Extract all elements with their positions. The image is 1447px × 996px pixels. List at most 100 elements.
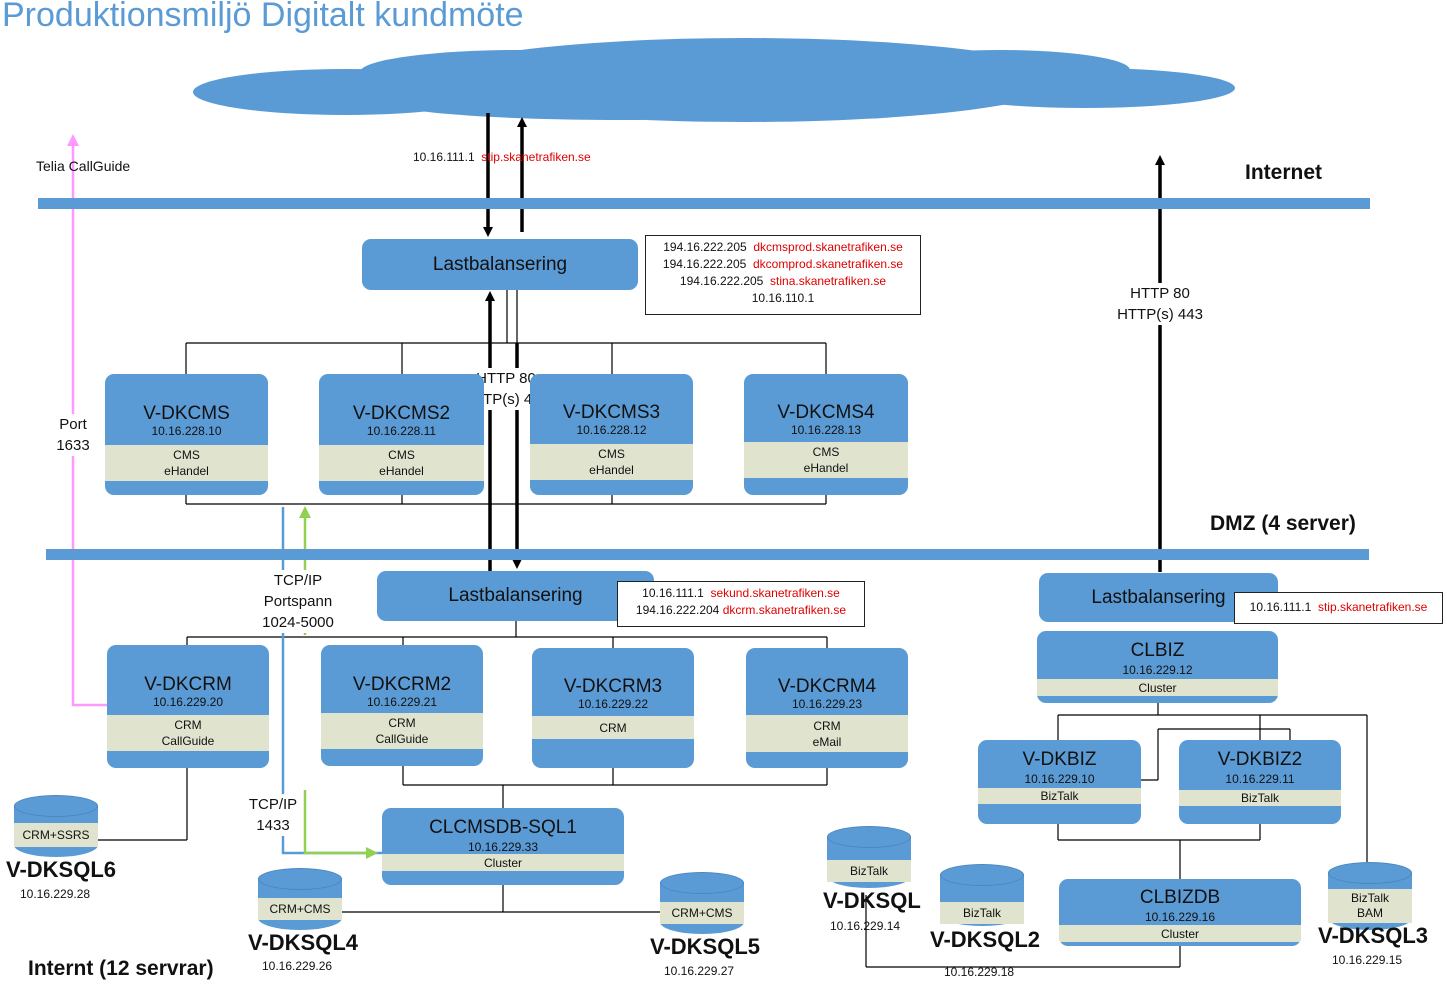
server-v-dkcrm[interactable]: V-DKCRM 10.16.229.20 CRM CallGuide [107,645,269,768]
role-label: CRM [174,718,202,732]
server-roles: Cluster [1059,925,1301,942]
server-roles: CMS eHandel [530,444,693,480]
server-roles: CMS eHandel [319,445,484,481]
lb-biz-annotation: 10.16.111.1 stip.skanetrafiken.se [1234,592,1443,624]
db-ip: 10.16.229.27 [664,964,735,978]
role-label: eHandel [803,461,849,475]
server-name: CLBIZ [1130,640,1185,661]
server-ip: 10.16.228.10 [151,424,222,438]
annotation-line: 10.16.111.1 stip.skanetrafiken.se [1241,599,1436,616]
server-v-dkcms4[interactable]: V-DKCMS4 10.16.228.13 CMS eHandel [744,374,908,495]
load-balancer-label: Lastbalansering [448,585,583,606]
http-label-biz: HTTP 80 HTTP(s) 443 [1112,283,1208,325]
database-v-dksql5[interactable]: CRM+CMS [660,872,744,934]
role-label: Cluster [1138,680,1177,695]
database-v-dksql6[interactable]: CRM+SSRS [14,795,98,857]
annotation-ip: 10.16.111.1 [642,586,704,600]
server-roles: BizTalk [978,788,1141,804]
server-name: V-DKCMS [143,403,230,424]
role-label: BizTalk [962,905,1001,920]
tcp-portrange-label: TCP/IP Portspann 1024-5000 [251,570,345,633]
server-ip: 10.16.229.22 [577,697,649,711]
lb-top-annotation: 194.16.222.205 dkcmsprod.skanetrafiken.s… [645,235,921,315]
annotation-host: dkcomprod.skanetrafiken.se [753,257,904,271]
load-balancer-top[interactable]: Lastbalansering [362,239,638,290]
role-label: CMS [598,447,625,461]
annotation-host: sekund.skanetrafiken.se [710,586,840,600]
annotation-ip: 194.16.222.205 [679,274,764,288]
port-label-line: Port [59,416,87,433]
server-roles: Cluster [1037,679,1278,696]
server-roles: Cluster [382,854,624,871]
server-ip: 10.16.229.20 [152,695,224,709]
role-label: BizTalk [1350,891,1389,905]
database-v-dksql2[interactable]: BizTalk [940,864,1024,926]
server-ip: 10.16.228.13 [790,423,862,437]
tcp-1433-label: TCP/IP 1433 [246,794,300,836]
cluster-clbiz[interactable]: CLBIZ 10.16.229.12 Cluster [1037,631,1278,703]
http-label-line: HTTP(s) 443 [1117,306,1203,323]
dmz-band [46,549,1369,560]
server-name: V-DKCRM4 [777,676,877,697]
db-roles: BizTalk [940,902,1024,924]
page-title: Produktionsmiljö Digitalt kundmöte [2,0,524,34]
cloud-link-ip: 10.16.111.1 [413,150,475,164]
role-label: CRM [599,720,627,735]
server-name: V-DKBIZ [1022,749,1097,770]
internet-cloud [193,38,1235,122]
role-label: CRM [388,716,416,730]
annotation-ip: 194.16.222.204 [635,603,720,617]
server-v-dkcms[interactable]: V-DKCMS 10.16.228.10 CMS eHandel [105,374,268,495]
server-name: V-DKCRM [144,674,232,695]
server-name: V-DKCMS4 [777,402,875,423]
db-name: V-DKSQL2 [930,927,1041,952]
server-ip: 10.16.228.11 [366,424,437,438]
server-v-dkcrm4[interactable]: V-DKCRM4 10.16.229.23 CRM eMail [746,648,908,768]
server-ip: 10.16.228.12 [576,423,647,437]
http-label-line: HTTP(s) 443 [463,391,549,408]
db-ip: 10.16.229.18 [944,965,1015,979]
server-v-dkbiz2[interactable]: V-DKBIZ2 10.16.229.11 BizTalk [1179,740,1341,824]
role-label: Cluster [1160,926,1199,941]
database-v-dksql3[interactable]: BizTalk BAM [1328,862,1412,930]
db-name: V-DKSQL6 [6,857,117,882]
load-balancer-crm[interactable]: Lastbalansering [377,571,654,621]
cluster-clbizdb[interactable]: CLBIZDB 10.16.229.16 Cluster [1059,879,1301,946]
db-name: V-DKSQL4 [248,930,359,955]
server-v-dkcrm2[interactable]: V-DKCRM2 10.16.229.21 CRM CallGuide [321,645,483,766]
tcp-label-line: TCP/IP [273,572,323,589]
tcp-label-line: Portspann [263,593,333,610]
server-v-dkbiz[interactable]: V-DKBIZ 10.16.229.10 BizTalk [978,740,1141,824]
database-v-dksql[interactable]: BizTalk [827,826,911,888]
tcp-label-line: TCP/IP [248,796,298,813]
server-v-dkcrm3[interactable]: V-DKCRM3 10.16.229.22 CRM [532,648,694,768]
server-name: V-DKCRM3 [563,676,663,697]
database-v-dksql4[interactable]: CRM+CMS [258,868,342,930]
cloud-link-host: stip.skanetrafiken.se [481,150,591,164]
internet-band [38,198,1370,209]
server-ip: 10.16.229.10 [1024,772,1095,786]
db-roles: CRM+CMS [258,898,342,920]
server-roles: BizTalk [1179,790,1341,806]
annotation-line: 194.16.222.205 stina.skanetrafiken.se [652,273,914,290]
zone-dmz-label: DMZ (4 server) [1210,512,1356,535]
server-v-dkcms2[interactable]: V-DKCMS2 10.16.228.11 CMS eHandel [319,374,484,495]
server-ip: 10.16.229.16 [1144,910,1216,924]
server-roles: CRM [532,716,694,739]
load-balancer-label: Lastbalansering [432,253,568,275]
role-label: CallGuide [375,732,429,746]
telia-callguide-label: Telia CallGuide [36,158,131,174]
db-ip: 10.16.229.14 [830,919,901,933]
db-roles: CRM+CMS [660,902,744,924]
role-label: BizTalk [849,863,888,878]
tcp-label-line: 1433 [256,817,290,834]
annotation-line: 194.16.222.205 dkcomprod.skanetrafiken.s… [652,256,914,273]
role-label: eHandel [164,464,209,478]
cluster-clcmsdb-sql1[interactable]: CLCMSDB-SQL1 10.16.229.33 Cluster [382,808,624,885]
server-ip: 10.16.229.23 [791,697,863,711]
role-label: CMS [388,448,415,462]
annotation-ip: 194.16.222.205 [663,240,747,254]
server-v-dkcms3[interactable]: V-DKCMS3 10.16.228.12 CMS eHandel [530,374,693,495]
role-label: CRM+CMS [671,905,733,920]
server-roles: CMS eHandel [105,445,268,481]
